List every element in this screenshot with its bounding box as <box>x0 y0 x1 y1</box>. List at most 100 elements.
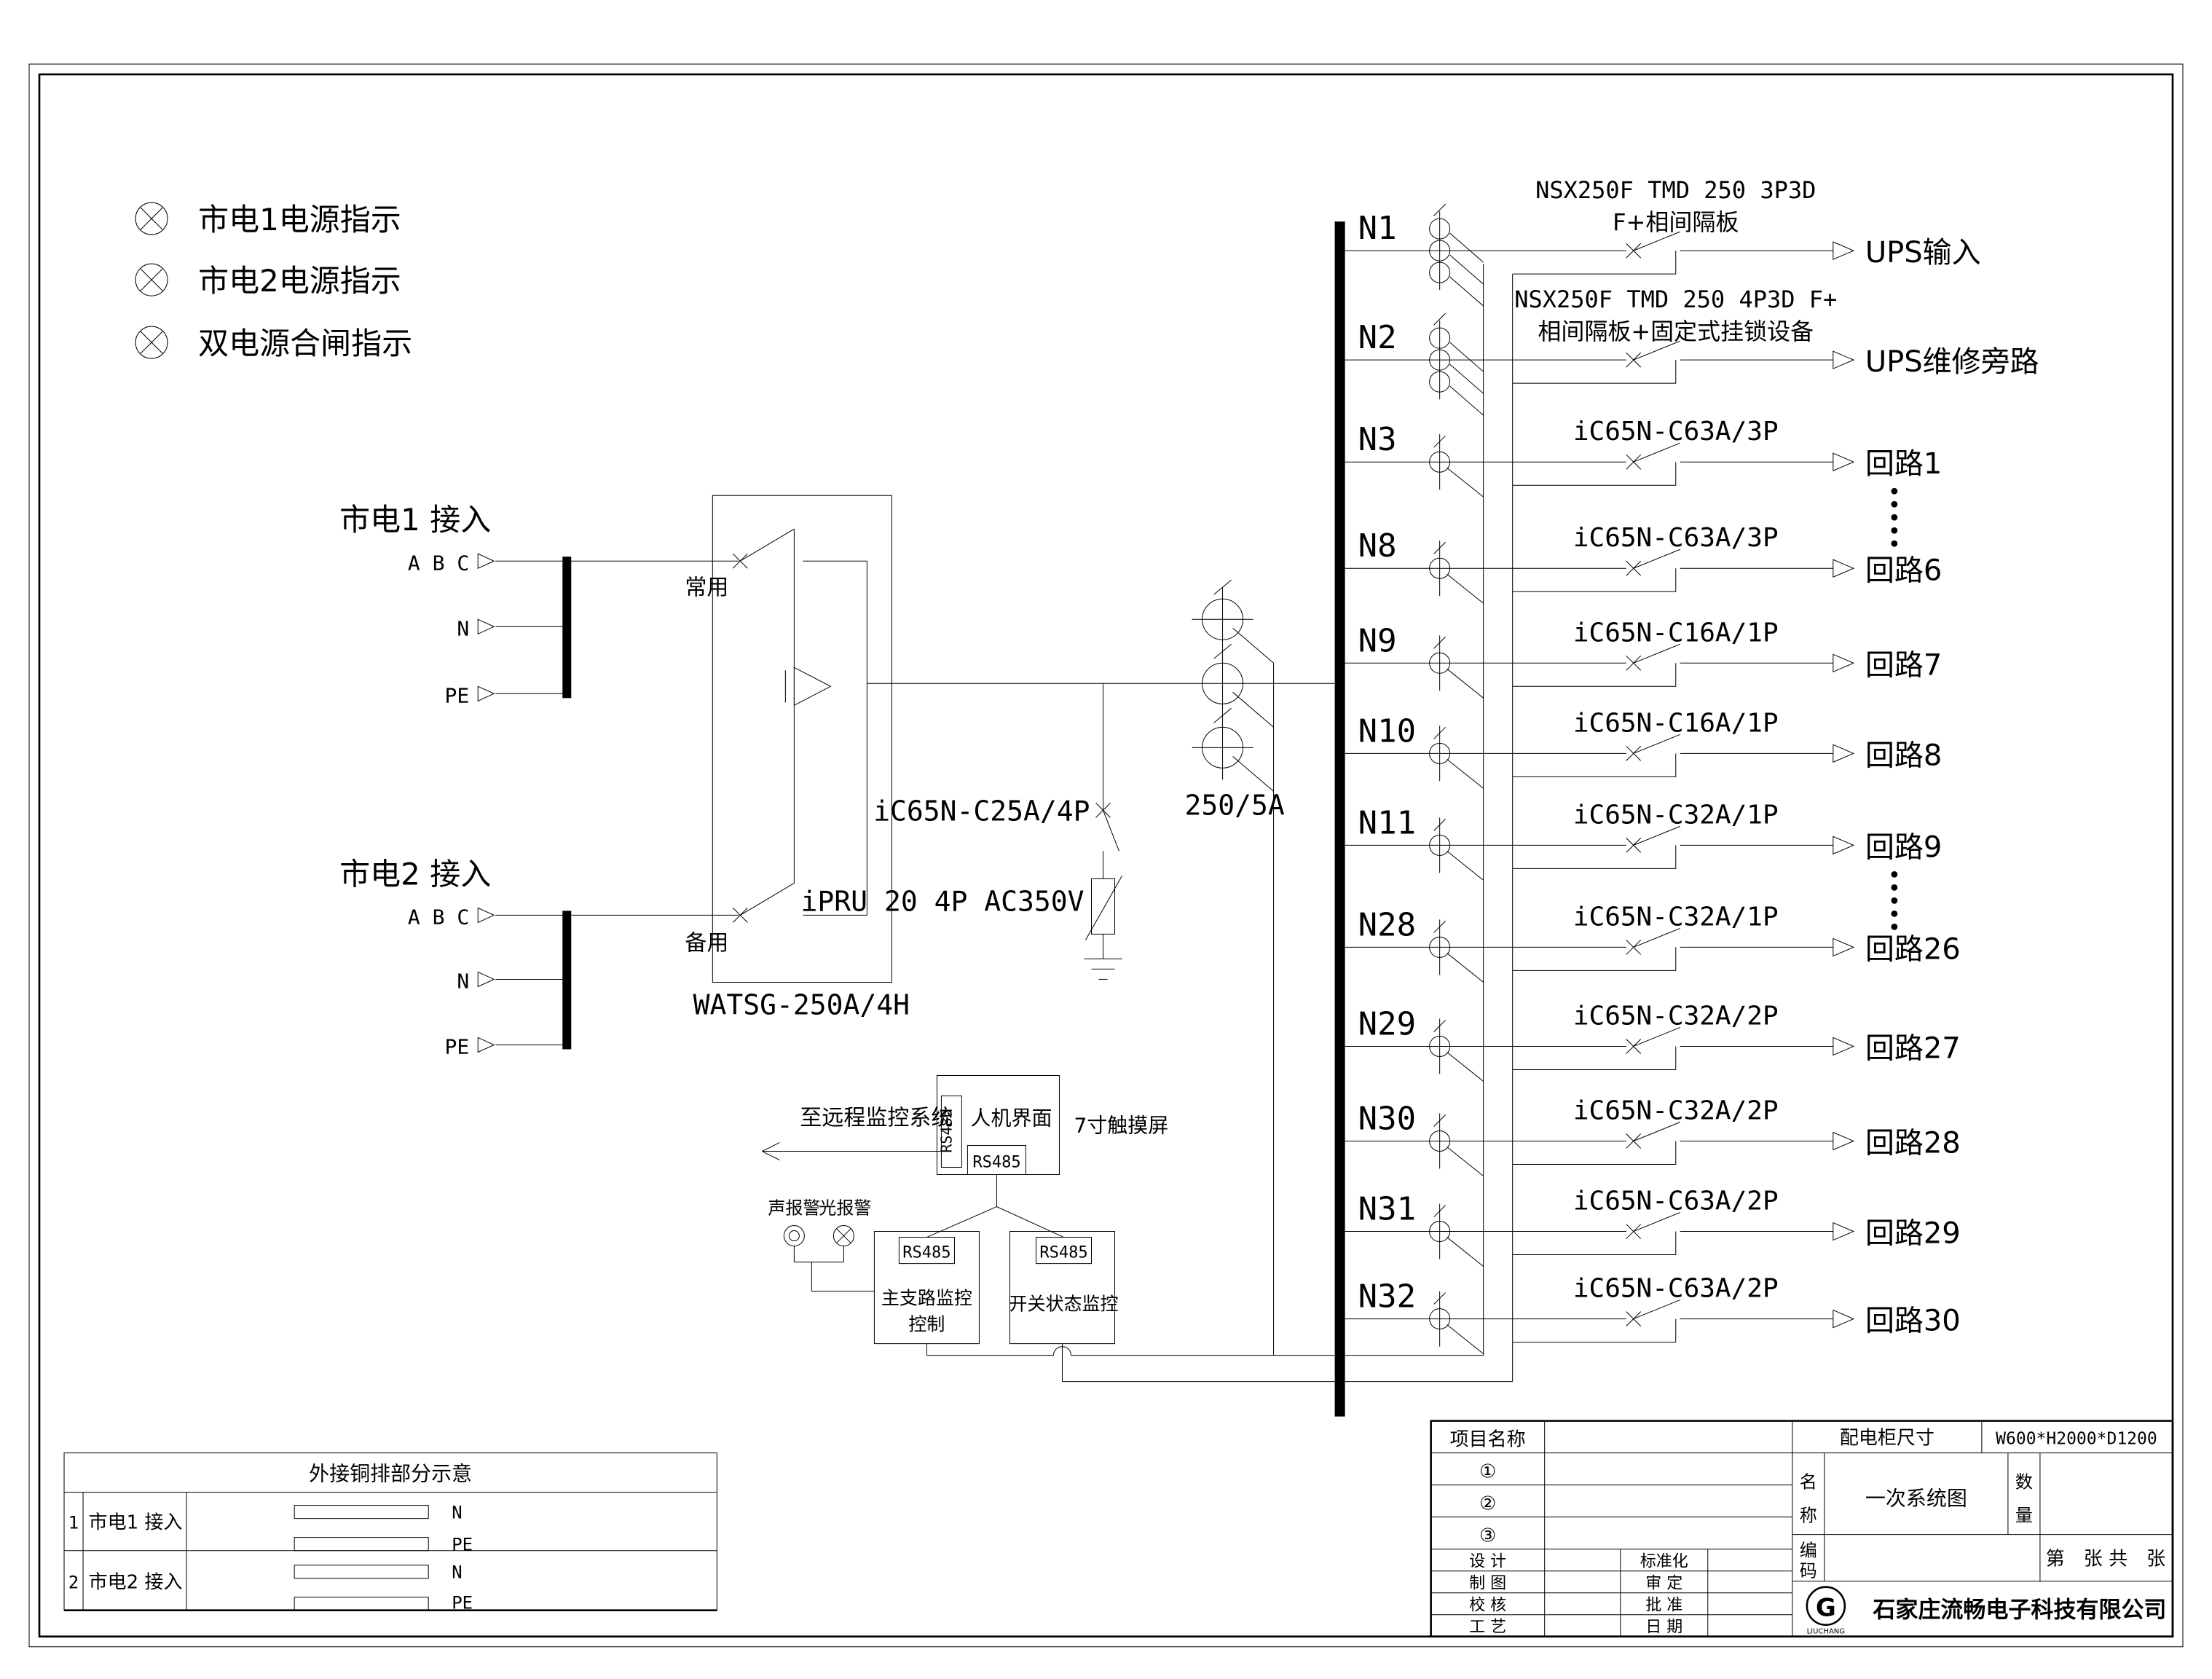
hmi-rs485-bottom-label: RS485 <box>972 1154 1020 1172</box>
table-row-name: 市电1 接入 <box>89 1512 183 1534</box>
circuit-label: UPS输入 <box>1865 236 1981 270</box>
breaker-label: iC65N-C63A/2P <box>1573 1274 1779 1304</box>
qty-label: 数 <box>2015 1472 2033 1493</box>
qty-label: 量 <box>2015 1506 2033 1526</box>
hmi-box: RS485 人机界面 RS485 7寸触摸屏 <box>937 1075 1168 1174</box>
design-label: 设 计 <box>1469 1553 1506 1571</box>
feeder-arrow-icon <box>1832 744 1854 763</box>
svg-text:LIUCHANG: LIUCHANG <box>1807 1628 1845 1636</box>
breaker-label: NSX250F TMD 250 4P3D F+ <box>1514 286 1837 313</box>
feeder-arrow-icon <box>1832 350 1854 370</box>
ats-normal-label: 常用 <box>685 575 728 600</box>
alarm-devices: 声报警 光报警 <box>768 1198 874 1291</box>
source1-title: 市电1 接入 <box>339 502 491 538</box>
code-label: 码 <box>1800 1561 1817 1581</box>
bus-tap-label: N11 <box>1358 804 1416 841</box>
circuit-label: UPS维修旁路 <box>1865 345 2039 379</box>
standard-label: 标准化 <box>1640 1553 1688 1571</box>
breaker-label: iC65N-C32A/2P <box>1573 1001 1779 1031</box>
feeder-row-n8: N8 iC65N-C63A/3P 回路6 <box>1345 523 1942 603</box>
item1-label: ① <box>1479 1461 1496 1483</box>
ground-icon <box>1084 959 1122 979</box>
ats-backup-label: 备用 <box>685 930 728 956</box>
bar-label: PE <box>452 1593 473 1613</box>
switch-monitor-rs485-label: RS485 <box>1039 1244 1087 1262</box>
monitor-bus-wiring <box>926 1344 1512 1382</box>
circuit-label: 回路28 <box>1865 1127 1961 1160</box>
sound-alarm-icon <box>784 1226 804 1246</box>
dual-power-close-lamp-icon <box>135 326 169 360</box>
main-monitor-label: 控制 <box>908 1314 945 1335</box>
legend-item-label: 市电1电源指示 <box>198 202 401 237</box>
power2-indicator-lamp-icon <box>135 263 169 297</box>
source2-busbar <box>562 911 572 1050</box>
external-busbar-table: 外接铜排部分示意 1 市电1 接入 N PE 2 市电2 接入 N PE <box>64 1453 717 1613</box>
source2-phase-label: A B C <box>408 905 469 929</box>
date-label: 日 期 <box>1645 1619 1682 1637</box>
feeder-arrow-icon <box>1832 1309 1854 1329</box>
bus-tap-label: N29 <box>1358 1005 1416 1042</box>
feeder-arrow-icon <box>1832 452 1854 472</box>
copper-bar-icon <box>294 1565 428 1578</box>
ct-icon <box>1203 663 1243 704</box>
main-monitor-label: 主支路监控 <box>881 1288 972 1309</box>
feeder-row-n32: N32 iC65N-C63A/2P 回路30 <box>1345 1274 1961 1354</box>
remote-monitoring-link: 至远程监控系统 <box>762 1106 953 1160</box>
main-ct-ratio-label: 250/5A <box>1185 789 1285 821</box>
bus-tap-label: N28 <box>1358 906 1416 943</box>
feeder-row-n29: N29 iC65N-C32A/2P 回路27 <box>1345 1001 1961 1081</box>
circuit-label: 回路26 <box>1865 932 1961 966</box>
copper-bar-icon <box>294 1597 428 1611</box>
bus-tap-label: N31 <box>1358 1191 1416 1228</box>
terminal-icon <box>477 1037 495 1053</box>
legend-item-label: 双电源合闸指示 <box>198 326 412 361</box>
breaker-label: iC65N-C32A/2P <box>1573 1096 1779 1126</box>
item3-label: ③ <box>1479 1525 1496 1547</box>
remote-monitor-label: 至远程监控系统 <box>800 1106 953 1131</box>
feeder-arrow-icon <box>1832 241 1854 261</box>
terminal-icon <box>477 685 495 702</box>
distribution-busbar <box>1334 221 1345 1417</box>
craft-label: 工 艺 <box>1469 1619 1506 1637</box>
company-logo-icon: G LIUCHANG <box>1807 1587 1845 1636</box>
bus-tap-label: N3 <box>1358 421 1397 458</box>
breaker-label: 相间隔板+固定式挂锁设备 <box>1538 318 1814 345</box>
terminal-icon <box>477 907 495 924</box>
cabinet-size-value: W600*H2000*D1200 <box>1996 1430 2157 1449</box>
breaker-label: iC65N-C63A/2P <box>1573 1187 1779 1216</box>
bar-label: PE <box>452 1535 473 1555</box>
feeder-row-n2: N2 NSX250F TMD 250 4P3D F+ 相间隔板+固定式挂锁设备 … <box>1345 286 2039 415</box>
circuits-ellipsis <box>1891 487 1898 547</box>
circuits-ellipsis <box>1891 870 1898 930</box>
monitor-collector-lines <box>1484 264 1513 1381</box>
feeder-row-n31: N31 iC65N-C63A/2P 回路29 <box>1345 1187 1961 1267</box>
light-alarm-label: 光报警 <box>819 1198 871 1219</box>
name-label: 称 <box>1800 1506 1817 1526</box>
ats-model-label: WATSG-250A/4H <box>693 988 910 1021</box>
bar-label: N <box>452 1562 462 1583</box>
code-label: 编 <box>1800 1541 1817 1561</box>
source2-neutral-label: N <box>457 969 469 993</box>
power1-indicator-lamp-icon <box>135 202 169 236</box>
table-row-no: 2 <box>68 1573 79 1593</box>
breaker-label: iC65N-C16A/1P <box>1573 618 1779 648</box>
sound-alarm-label: 声报警 <box>768 1198 820 1219</box>
circuit-label: 回路27 <box>1865 1031 1961 1065</box>
feeder-arrow-icon <box>1832 835 1854 855</box>
circuit-label: 回路8 <box>1865 739 1942 772</box>
circuit-label: 回路29 <box>1865 1217 1961 1251</box>
legend-item-label: 市电2电源指示 <box>198 263 401 299</box>
legend: 市电1电源指示 市电2电源指示 双电源合闸指示 <box>135 202 412 361</box>
table-row-name: 市电2 接入 <box>89 1572 183 1594</box>
feeder-arrow-icon <box>1832 1037 1854 1056</box>
breaker-label: NSX250F TMD 250 3P3D <box>1535 176 1816 204</box>
terminal-icon <box>477 553 495 570</box>
copper-bar-icon <box>294 1506 428 1519</box>
table-title: 外接铜排部分示意 <box>309 1462 472 1486</box>
title-block: 项目名称 ① ② ③ 设 计 制 图 校 核 工 艺 标准化 审 定 批 准 日… <box>1431 1421 2173 1637</box>
breaker-label: iC65N-C16A/1P <box>1573 708 1779 738</box>
terminal-icon <box>477 971 495 988</box>
bus-tap-label: N10 <box>1358 712 1416 750</box>
